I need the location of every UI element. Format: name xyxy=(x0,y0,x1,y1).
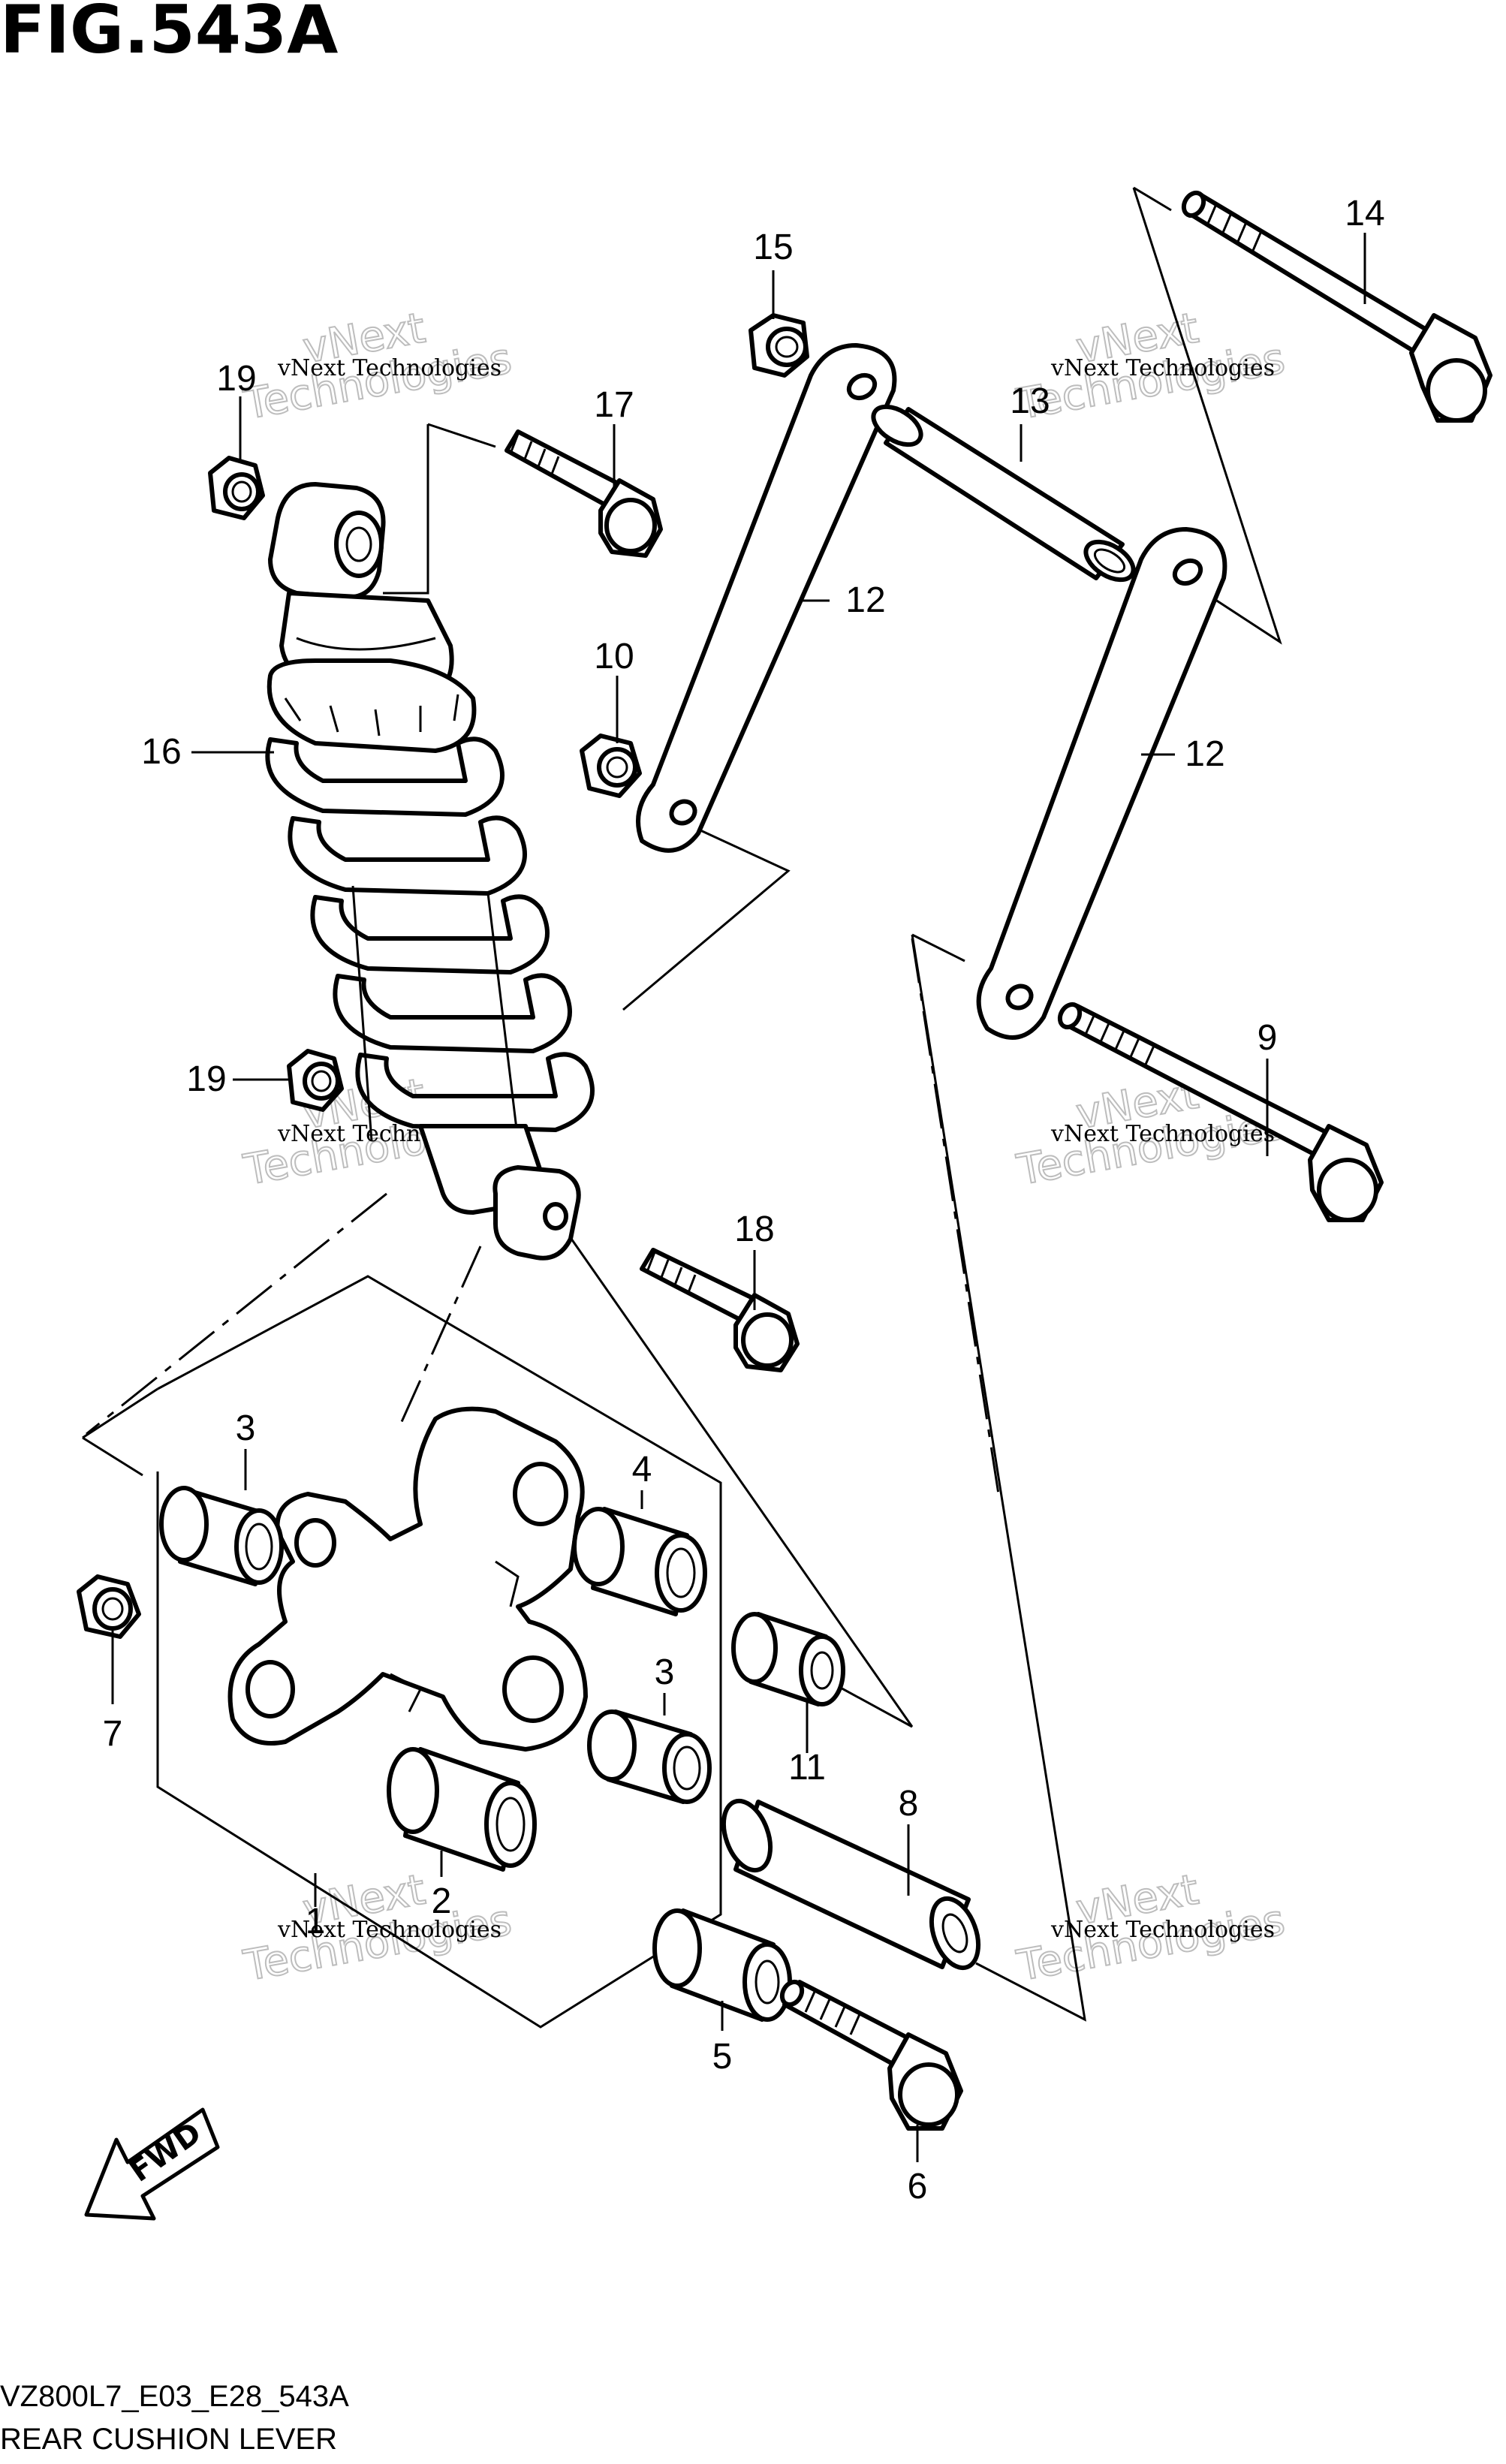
figure-title: FIG.543A xyxy=(0,0,338,68)
shock-top-frame xyxy=(383,424,429,595)
callout-18: 18 xyxy=(734,1209,774,1249)
callout-3b: 3 xyxy=(655,1652,675,1692)
callout-1: 1 xyxy=(306,1902,326,1941)
svg-text:vNext Technologies: vNext Technologies xyxy=(1050,355,1275,381)
leader-lines xyxy=(111,233,1366,2162)
diagram-caption: REAR CUSHION LEVER xyxy=(0,2423,337,2456)
part-5-spacer[interactable] xyxy=(652,1908,792,2022)
callout-14: 14 xyxy=(1345,194,1384,233)
part-12-link-upper[interactable] xyxy=(636,343,897,853)
callout-7: 7 xyxy=(103,1714,123,1754)
svg-text:vNext Technologies: vNext Technologies xyxy=(1050,1121,1275,1147)
part-14-bolt[interactable] xyxy=(1180,189,1492,423)
part-6-bolt[interactable] xyxy=(779,1978,963,2131)
part-12-link-lower[interactable] xyxy=(976,527,1227,1040)
svg-text:vNext Technologies: vNext Technologies xyxy=(277,355,501,381)
callout-10: 10 xyxy=(594,637,634,676)
callout-labels: 19 15 14 17 13 12 12 10 16 9 19 18 3 4 3… xyxy=(103,194,1385,2206)
lever-frame xyxy=(156,1275,722,2029)
callout-9: 9 xyxy=(1258,1018,1278,1058)
shock-lever-guide xyxy=(554,1215,914,1728)
model-code: VZ800L7_E03_E28_543A xyxy=(0,2380,349,2413)
part-19-nut-lower[interactable] xyxy=(287,1049,344,1112)
part-11-spacer[interactable] xyxy=(731,1612,845,1706)
callout-19a: 19 xyxy=(216,359,256,399)
part-19-nut-upper[interactable] xyxy=(208,456,265,520)
callout-13: 13 xyxy=(1010,381,1050,421)
callout-11: 11 xyxy=(788,1748,826,1788)
part-2-bearing[interactable] xyxy=(387,1747,537,1872)
part-17-bolt[interactable] xyxy=(505,429,663,558)
callout-8: 8 xyxy=(899,1784,919,1824)
part-3-bearing-upper[interactable] xyxy=(159,1486,284,1586)
part-8-spacer[interactable] xyxy=(715,1794,986,1974)
callout-3a: 3 xyxy=(236,1408,256,1448)
callout-4: 4 xyxy=(632,1450,652,1490)
part-18-bolt[interactable] xyxy=(640,1248,800,1372)
part-9-bolt[interactable] xyxy=(1056,1001,1384,1222)
assembly-frames xyxy=(82,186,1282,2029)
watermark-6: vNext Technologies vNext Technologies xyxy=(1013,1865,1290,1992)
part-4-bearing[interactable] xyxy=(572,1507,707,1616)
callout-12a: 12 xyxy=(845,580,885,620)
svg-text:vNext Technologies: vNext Technologies xyxy=(277,1917,501,1943)
callout-17: 17 xyxy=(594,385,634,425)
watermark-1: vNext Technologies vNext Technologies xyxy=(239,303,517,430)
callout-6: 6 xyxy=(908,2167,928,2206)
callout-12b: 12 xyxy=(1185,734,1224,774)
callout-16: 16 xyxy=(141,732,181,772)
fwd-arrow-icon: FWD xyxy=(84,2107,220,2221)
callout-15: 15 xyxy=(753,227,793,267)
lower-right-frame xyxy=(911,934,1086,2022)
upper-right-frame xyxy=(1132,187,1282,645)
callout-5: 5 xyxy=(712,2037,733,2077)
part-1-cushion-lever[interactable] xyxy=(227,1406,588,1752)
svg-text:vNext Technologies: vNext Technologies xyxy=(1050,1917,1275,1943)
part-7-nut[interactable] xyxy=(77,1574,141,1639)
part-13-spacer[interactable] xyxy=(867,399,1140,587)
link-guide xyxy=(622,824,791,1011)
callout-19b: 19 xyxy=(186,1059,226,1099)
part-3-bearing-lower[interactable] xyxy=(587,1709,712,1804)
part-16-shock-absorber[interactable] xyxy=(265,482,595,1261)
callout-2: 2 xyxy=(432,1881,452,1921)
part-10-nut[interactable] xyxy=(580,733,642,798)
watermark-4: vNext Technologies vNext Technologies xyxy=(1013,1069,1290,1196)
part-15-nut[interactable] xyxy=(748,313,809,378)
